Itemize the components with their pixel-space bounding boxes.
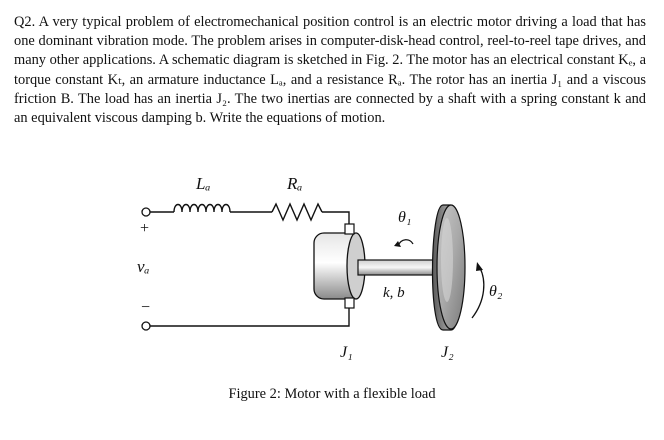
theta1-arrowhead — [394, 241, 401, 247]
motor-brush-bottom — [344, 297, 355, 309]
voltage-label: vₐ — [137, 257, 150, 276]
theta1-label: θ₁ — [398, 209, 411, 226]
resistance-label: Rₐ — [286, 174, 302, 193]
motor-brush-top — [344, 223, 355, 235]
theta2-arrowhead — [476, 262, 483, 271]
terminal-top — [141, 207, 151, 217]
problem-statement: Q2. A very typical problem of electromec… — [14, 14, 646, 127]
inductance-label: Lₐ — [195, 174, 210, 193]
theta2-arrow — [471, 267, 485, 319]
inductor-coil — [173, 203, 231, 213]
theta2-label: θ₂ — [489, 283, 503, 300]
shaft — [357, 259, 443, 276]
wire-top-right — [322, 211, 350, 224]
resistor-zigzag — [271, 202, 323, 222]
plus-label: + — [140, 220, 149, 237]
shaft-label: k, b — [383, 285, 405, 301]
load-disk-highlight — [441, 218, 453, 302]
terminal-bottom — [141, 321, 151, 331]
theta1-arrow — [397, 239, 414, 247]
j1-label: J₁ — [340, 344, 353, 361]
minus-label: − — [141, 299, 150, 316]
j2-label: J₂ — [441, 344, 454, 361]
figure-caption: Figure 2: Motor with a flexible load — [228, 386, 436, 402]
wire-bottom — [150, 304, 350, 327]
